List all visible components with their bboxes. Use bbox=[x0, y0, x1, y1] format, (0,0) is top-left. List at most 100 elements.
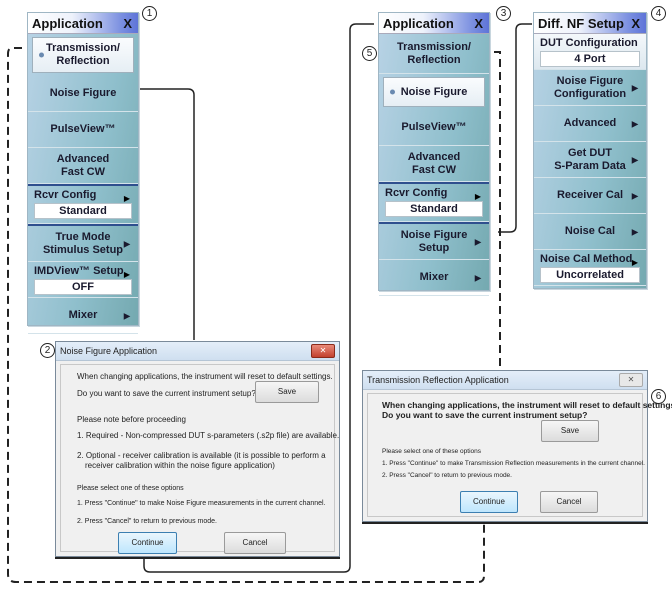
item-label: True Mode Stimulus Setup bbox=[42, 230, 124, 256]
callout-1: 1 bbox=[142, 6, 157, 21]
callout-4: 4 bbox=[651, 6, 666, 21]
arrow-right-icon: ▶ bbox=[631, 258, 638, 267]
rcvr-config-value: Standard bbox=[34, 203, 132, 219]
diff-nf-setup-panel: Diff. NF Setup X DUT Configuration 4 Por… bbox=[533, 12, 647, 289]
close-icon[interactable]: ✕ bbox=[311, 344, 335, 358]
application-panel-3: Application X Transmission/ Reflection N… bbox=[378, 12, 490, 296]
dut-config-value: 4 Port bbox=[540, 51, 640, 67]
callout-2: 2 bbox=[40, 343, 55, 358]
noise-figure-setup-button[interactable]: Noise Figure Setup ▶ bbox=[379, 224, 489, 260]
radio-selected-icon bbox=[390, 89, 395, 95]
arrow-right-icon: ▶ bbox=[474, 192, 481, 201]
advanced-button[interactable]: Advanced ▶ bbox=[534, 106, 646, 142]
dashed-connector-5-6 bbox=[494, 51, 501, 368]
get-dut-sparam-data-button[interactable]: Get DUT S-Param Data ▶ bbox=[534, 142, 646, 178]
dialog-title-bar: Noise Figure Application ✕ bbox=[56, 342, 339, 361]
app-pulseview[interactable]: PulseView™ bbox=[379, 110, 489, 146]
application-panel-1: Application X Transmission/ Reflection N… bbox=[27, 12, 139, 334]
app-noise-figure[interactable]: Noise Figure bbox=[28, 76, 138, 112]
item-label: Transmission/ Reflection bbox=[397, 40, 471, 66]
rcvr-config-value: Standard bbox=[385, 201, 483, 217]
arrow-right-icon: ▶ bbox=[631, 191, 638, 200]
app-pulseview[interactable]: PulseView™ bbox=[28, 112, 138, 148]
note-optional: 2. Optional - receiver calibration is av… bbox=[77, 451, 326, 460]
app-transmission-reflection[interactable]: Transmission/ Reflection bbox=[379, 34, 489, 74]
noise-cal-button[interactable]: Noise Cal ▶ bbox=[534, 214, 646, 250]
panel-title-bar: Diff. NF Setup X bbox=[534, 13, 646, 34]
dialog-body: When changing applications, the instrume… bbox=[367, 393, 672, 517]
panel-title: Application bbox=[32, 15, 103, 31]
app-advanced-fast-cw[interactable]: Advanced Fast CW bbox=[379, 146, 489, 182]
app-noise-figure[interactable]: Noise Figure bbox=[383, 77, 485, 107]
item-label: PulseView™ bbox=[50, 123, 116, 135]
note-required: 1. Required - Non-compressed DUT s-param… bbox=[77, 431, 340, 440]
imdview-setup-button[interactable]: IMDView™ Setup ▶ OFF bbox=[28, 262, 138, 298]
cancel-button[interactable]: Cancel bbox=[540, 491, 598, 513]
close-icon[interactable]: ✕ bbox=[619, 373, 643, 387]
receiver-cal-button[interactable]: Receiver Cal ▶ bbox=[534, 178, 646, 214]
noise-cal-method-value: Uncorrelated bbox=[540, 267, 640, 283]
item-label: Get DUT S-Param Data bbox=[554, 146, 626, 172]
option-cancel-text: 2. Press "Cancel" to return to previous … bbox=[382, 472, 512, 479]
close-icon[interactable]: X bbox=[631, 15, 640, 31]
reset-warning-text: When changing applications, the instrume… bbox=[77, 372, 333, 381]
cancel-button[interactable]: Cancel bbox=[224, 532, 286, 554]
save-question-text: Do you want to save the current instrume… bbox=[77, 389, 256, 398]
noise-cal-method-button[interactable]: Noise Cal Method ▶ Uncorrelated bbox=[534, 250, 646, 286]
panel-title-bar: Application X bbox=[379, 13, 489, 34]
rcvr-config-button[interactable]: Rcvr Config ▶ Standard bbox=[28, 186, 138, 224]
save-question-text: Do you want to save the current instrume… bbox=[382, 410, 588, 420]
select-heading: Please select one of these options bbox=[382, 448, 482, 455]
item-label: Receiver Cal bbox=[556, 189, 624, 201]
dialog-title: Noise Figure Application bbox=[60, 346, 158, 356]
continue-button[interactable]: Continue bbox=[118, 532, 177, 554]
option-continue-text: 1. Press "Continue" to make Transmission… bbox=[382, 460, 645, 467]
arrow-right-icon: ▶ bbox=[123, 239, 130, 248]
continue-button[interactable]: Continue bbox=[460, 491, 518, 513]
solid-connector-3-4 bbox=[498, 23, 532, 233]
item-label: Advanced bbox=[563, 117, 617, 129]
arrow-right-icon: ▶ bbox=[123, 270, 130, 279]
close-icon[interactable]: X bbox=[474, 15, 483, 31]
true-mode-stimulus-setup[interactable]: True Mode Stimulus Setup ▶ bbox=[28, 226, 138, 262]
noise-figure-configuration-button[interactable]: Noise Figure Configuration ▶ bbox=[534, 70, 646, 106]
rcvr-config-label: Rcvr Config bbox=[385, 187, 448, 199]
transmission-reflection-application-dialog: Transmission Reflection Application ✕ Wh… bbox=[362, 370, 672, 522]
rcvr-config-button[interactable]: Rcvr Config ▶ Standard bbox=[379, 184, 489, 222]
callout-6: 6 bbox=[651, 389, 666, 404]
separator bbox=[28, 184, 138, 186]
arrow-right-icon: ▶ bbox=[631, 227, 638, 236]
item-label: PulseView™ bbox=[401, 121, 467, 133]
panel-title: Application bbox=[383, 15, 454, 31]
dialog-title: Transmission Reflection Application bbox=[367, 375, 509, 385]
reset-warning-text: When changing applications, the instrume… bbox=[382, 400, 672, 410]
note-optional-cont: receiver calibration within the noise fi… bbox=[85, 461, 275, 470]
item-label: Noise Figure bbox=[400, 85, 468, 98]
imdview-label: IMDView™ Setup bbox=[34, 265, 124, 277]
app-advanced-fast-cw[interactable]: Advanced Fast CW bbox=[28, 148, 138, 184]
item-label: Advanced Fast CW bbox=[56, 152, 110, 178]
app-transmission-reflection[interactable]: Transmission/ Reflection bbox=[32, 37, 134, 73]
mixer-button[interactable]: Mixer ▶ bbox=[379, 260, 489, 296]
close-icon[interactable]: X bbox=[123, 15, 132, 31]
radio-selected-icon bbox=[39, 52, 44, 58]
item-label: Noise Figure bbox=[49, 87, 117, 99]
item-label: Noise Figure Setup bbox=[400, 228, 468, 254]
arrow-right-icon: ▶ bbox=[474, 273, 481, 282]
separator bbox=[379, 222, 489, 224]
panel-title: Diff. NF Setup bbox=[538, 15, 624, 31]
separator bbox=[379, 182, 489, 184]
dialog-body: When changing applications, the instrume… bbox=[60, 364, 339, 554]
item-label: Mixer bbox=[419, 271, 449, 283]
mixer-button[interactable]: Mixer ▶ bbox=[28, 298, 138, 334]
panel-title-bar: Application X bbox=[28, 13, 138, 34]
item-label: Mixer bbox=[68, 309, 98, 321]
separator bbox=[28, 224, 138, 226]
noise-figure-application-dialog: Noise Figure Application ✕ When changing… bbox=[55, 341, 340, 557]
save-button[interactable]: Save bbox=[541, 420, 599, 442]
noise-cal-method-label: Noise Cal Method bbox=[540, 253, 633, 265]
arrow-right-icon: ▶ bbox=[631, 83, 638, 92]
save-button[interactable]: Save bbox=[255, 381, 319, 403]
select-heading: Please select one of these options bbox=[77, 485, 184, 492]
dut-configuration-button[interactable]: DUT Configuration 4 Port bbox=[534, 34, 646, 70]
